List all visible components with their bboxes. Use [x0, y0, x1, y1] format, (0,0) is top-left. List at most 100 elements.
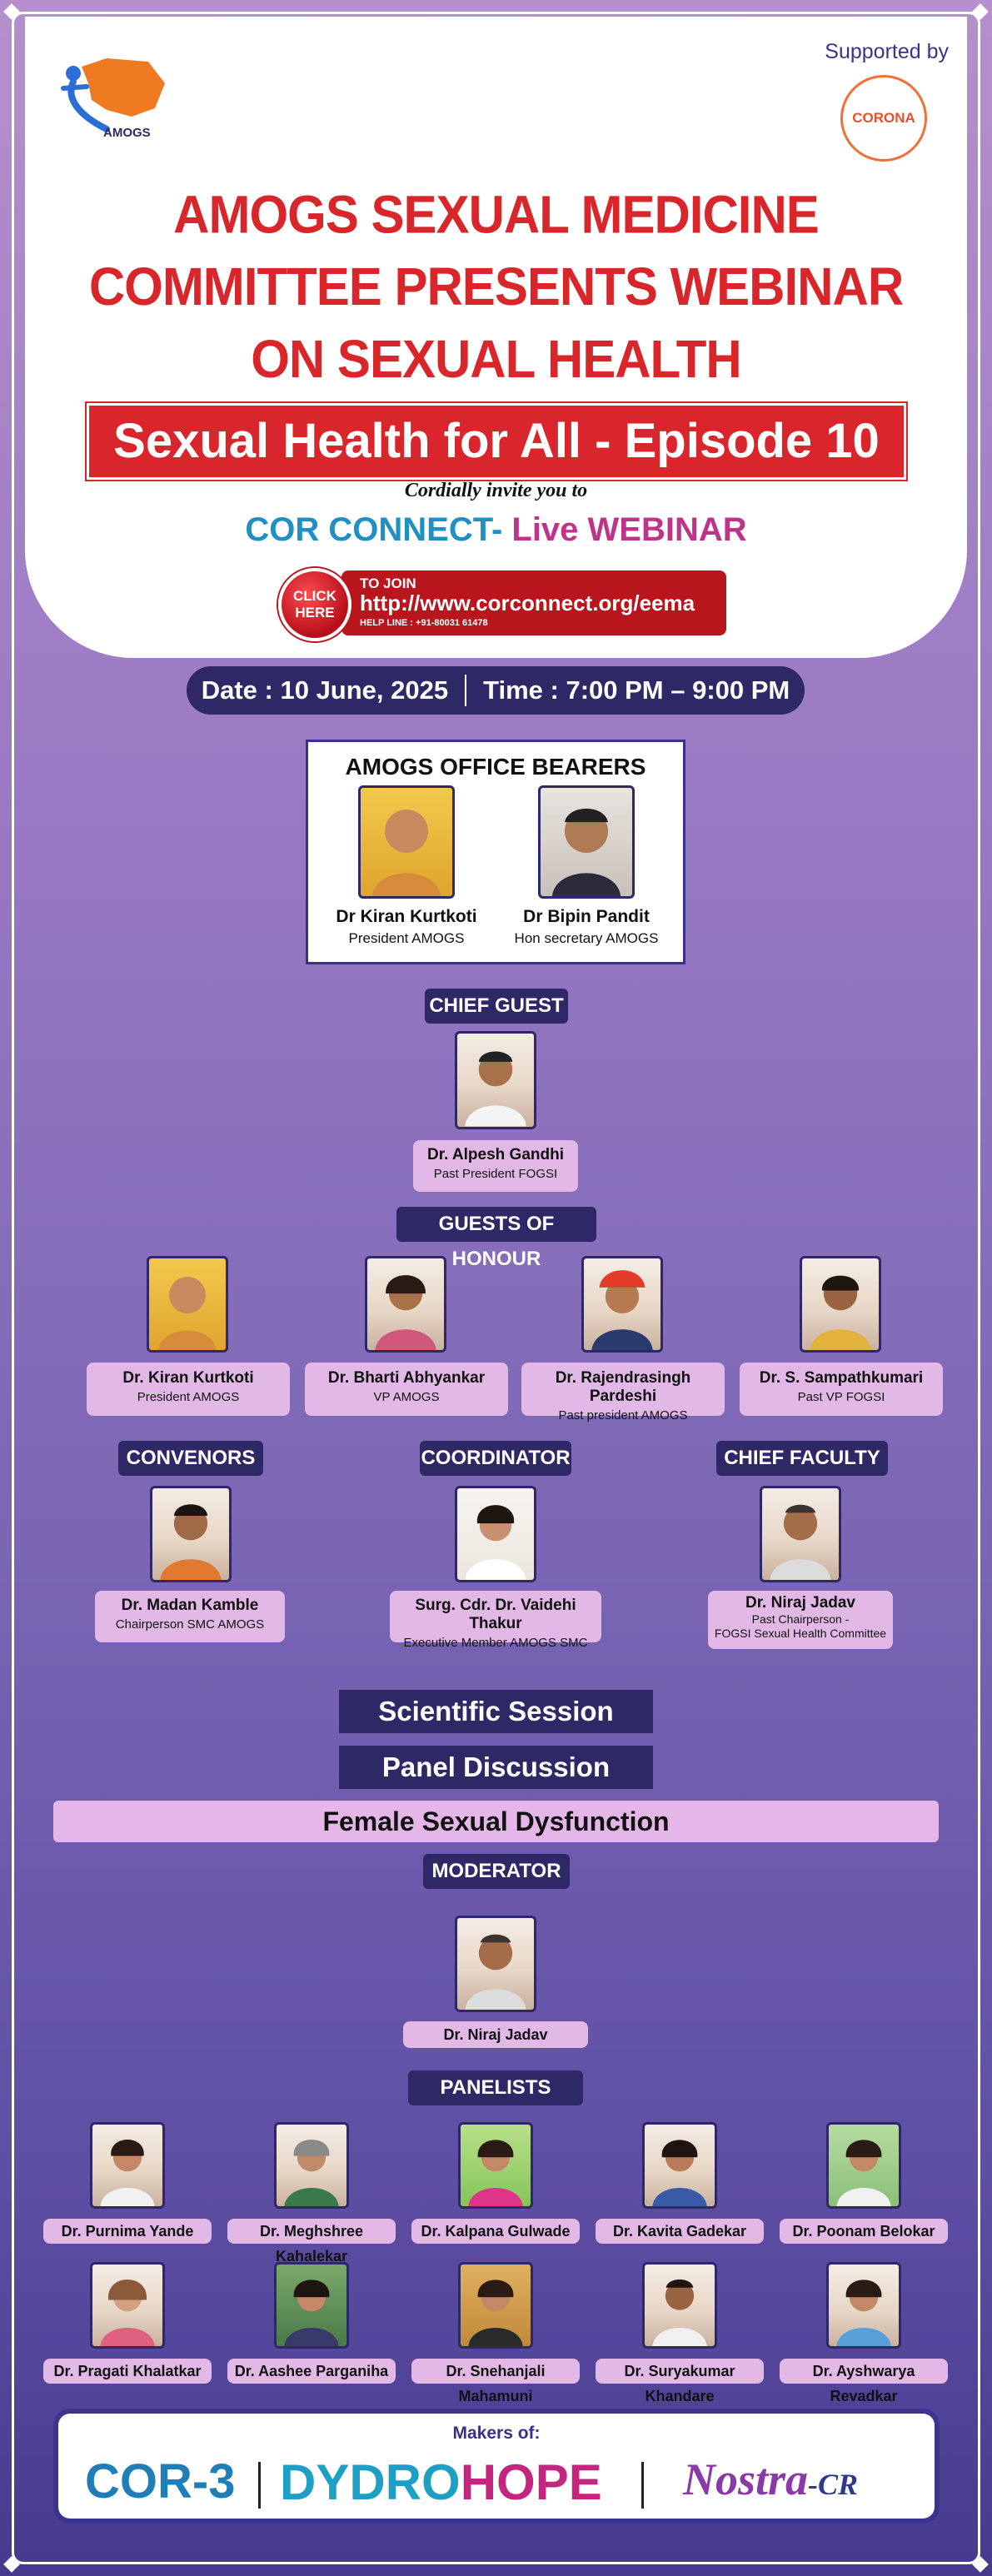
moderator-name: Dr. Niraj Jadav	[403, 2021, 588, 2048]
title-line: COMMITTEE PRESENTS WEBINAR	[88, 257, 904, 316]
topic-banner: Female Sexual Dysfunction	[53, 1801, 939, 1842]
panelist-name: Dr. Kavita Gadekar	[596, 2219, 764, 2244]
makers-of-label: Makers of:	[452, 2424, 541, 2443]
live-webinar-label: Live WEBINAR	[502, 511, 747, 548]
panelist-photo	[458, 2122, 533, 2209]
to-join-label: TO JOIN	[360, 575, 416, 591]
person-role: VP AMOGS	[373, 1390, 440, 1404]
person-role: Past president AMOGS	[558, 1408, 688, 1423]
panelist-name: Dr. Meghshree Kahalekar	[227, 2219, 396, 2265]
corner-diamond	[3, 3, 20, 20]
panelist-name: Dr. Poonam Belokar	[780, 2219, 948, 2244]
panel-discussion-heading: Panel Discussion	[339, 1746, 653, 1789]
panelist-name: Dr. Snehanjali Mahamuni	[411, 2359, 580, 2404]
schedule-pill: Date : 10 June, 2025 Time : 7:00 PM – 9:…	[187, 666, 805, 715]
guest-card: Dr. S. Sampathkumari Past VP FOGSI	[740, 1363, 943, 1416]
person-name: Dr. Bharti Abhyankar	[327, 1369, 486, 1387]
person-role: President AMOGS	[137, 1390, 240, 1404]
coordinator-tag: COORDINATOR	[420, 1441, 571, 1476]
panelist-photo	[274, 2122, 349, 2209]
moderator-tag: MODERATOR	[423, 1854, 570, 1889]
panelist-name: Dr. Pragati Khalatkar	[43, 2359, 212, 2384]
person-photo	[581, 1256, 663, 1353]
person-role: Past Chairperson -	[751, 1612, 850, 1626]
person-photo	[455, 1916, 536, 2012]
cor-connect-heading: COR CONNECT- Live WEBINAR	[0, 511, 992, 549]
join-link-box[interactable]: TO JOIN http://www.corconnect.org/eema H…	[341, 571, 726, 635]
person-role: Chairperson SMC AMOGS	[115, 1617, 265, 1632]
click-here-button[interactable]: CLICK HERE	[278, 568, 351, 641]
panelist-name: Dr. Suryakumar Khandare	[596, 2359, 764, 2404]
person-role: Hon secretary AMOGS	[514, 930, 659, 946]
guest-card: Dr. Rajendrasingh Pardeshi Past presiden…	[521, 1363, 725, 1423]
person-role: Executive Member AMOGS SMC	[403, 1636, 588, 1650]
convenors-tag: CONVENORS	[118, 1441, 263, 1476]
person-name: Dr. Kiran Kurtkoti	[122, 1369, 254, 1387]
cor-connect-label: COR CONNECT-	[245, 511, 503, 548]
coordinator-card: Surg. Cdr. Dr. Vaidehi Thakur Executive …	[390, 1591, 601, 1650]
panelist-name: Dr. Ayshwarya Revadkar	[780, 2359, 948, 2404]
panelist-photo	[90, 2122, 165, 2209]
date-divider	[465, 675, 467, 706]
person-name: Dr Bipin Pandit	[523, 907, 650, 926]
panelists-tag: PANELISTS	[408, 2070, 583, 2105]
dydrohope-brand-logo: DYDROHOPE	[280, 2454, 602, 2511]
helpline-text: HELP LINE : +91-80031 61478	[360, 618, 488, 628]
person-photo	[147, 1256, 228, 1353]
person-name: Dr. Madan Kamble	[121, 1597, 259, 1614]
person-photo	[365, 1256, 446, 1353]
panelist-photo	[458, 2262, 533, 2349]
guests-of-honour-tag: GUESTS OF HONOUR	[396, 1207, 596, 1270]
panelist-photo	[642, 2262, 717, 2349]
panelist-photo	[90, 2262, 165, 2349]
episode-banner: Sexual Health for All - Episode 10	[85, 401, 908, 481]
panelist-photo	[826, 2262, 901, 2349]
person-name: Dr. Rajendrasingh Pardeshi	[555, 1369, 691, 1405]
convenor-card: Dr. Madan Kamble Chairperson SMC AMOGS	[95, 1591, 285, 1642]
person-photo	[760, 1486, 841, 1582]
person-photo	[150, 1486, 232, 1582]
guest-card: Dr. Bharti Abhyankar VP AMOGS	[305, 1363, 508, 1416]
dydro-text: DYDRO	[280, 2454, 461, 2510]
svg-text:AMOGS: AMOGS	[103, 126, 151, 140]
panelist-name: Dr. Purnima Yande	[43, 2219, 212, 2244]
corona-sponsor-logo: CORONA	[840, 75, 927, 162]
person-role: Past VP FOGSI	[797, 1390, 885, 1404]
panelist-photo	[642, 2122, 717, 2209]
date-text: Date : 10 June, 2025	[201, 675, 449, 705]
person-name: Dr. Niraj Jadav	[745, 1594, 856, 1612]
person-name: Dr. S. Sampathkumari	[759, 1369, 924, 1387]
person-name: Dr. Alpesh Gandhi	[427, 1146, 564, 1163]
person-role: FOGSI Sexual Health Committee	[714, 1627, 887, 1640]
cor3-brand-logo: COR-3	[85, 2454, 236, 2509]
panelist-name: Dr. Kalpana Gulwade	[411, 2219, 580, 2244]
person-photo	[455, 1486, 536, 1582]
chief-faculty-tag: CHIEF FACULTY	[716, 1441, 888, 1476]
person-name: Dr Kiran Kurtkoti	[336, 907, 477, 926]
office-bearer: Dr Bipin Pandit Hon secretary AMOGS	[495, 785, 678, 947]
guest-card: Dr. Kiran Kurtkoti President AMOGS	[87, 1363, 290, 1416]
nostra-cr-brand-logo: Nostra-CR	[683, 2454, 858, 2505]
cr-text: -CR	[808, 2468, 859, 2501]
panelist-photo	[274, 2262, 349, 2349]
person-photo	[538, 785, 635, 899]
brand-divider	[641, 2462, 644, 2509]
time-text: Time : 7:00 PM – 9:00 PM	[483, 675, 790, 705]
office-bearer: Dr Kiran Kurtkoti President AMOGS	[315, 785, 498, 947]
invite-text: Cordially invite you to	[404, 480, 588, 501]
corner-diamond	[972, 3, 989, 20]
title-line: ON SEXUAL HEALTH	[251, 329, 741, 389]
person-photo	[358, 785, 455, 899]
chief-guest-tag: CHIEF GUEST	[425, 989, 568, 1024]
corner-diamond	[3, 2556, 20, 2573]
supported-by-label: Supported by	[825, 40, 949, 63]
makers-footer: Makers of: COR-3 DYDROHOPE Nostra-CR	[58, 2414, 935, 2519]
page-title: AMOGS SEXUAL MEDICINE COMMITTEE PRESENTS…	[83, 179, 909, 396]
chief-faculty-card: Dr. Niraj Jadav Past Chairperson - FOGSI…	[708, 1591, 893, 1649]
hope-text: HOPE	[460, 2454, 602, 2510]
person-role: Past President FOGSI	[433, 1167, 558, 1181]
webinar-url-link[interactable]: http://www.corconnect.org/eema	[360, 590, 695, 615]
scientific-session-heading: Scientific Session	[339, 1690, 653, 1733]
brand-divider	[258, 2462, 261, 2509]
nostra-text: Nostra	[683, 2454, 809, 2504]
